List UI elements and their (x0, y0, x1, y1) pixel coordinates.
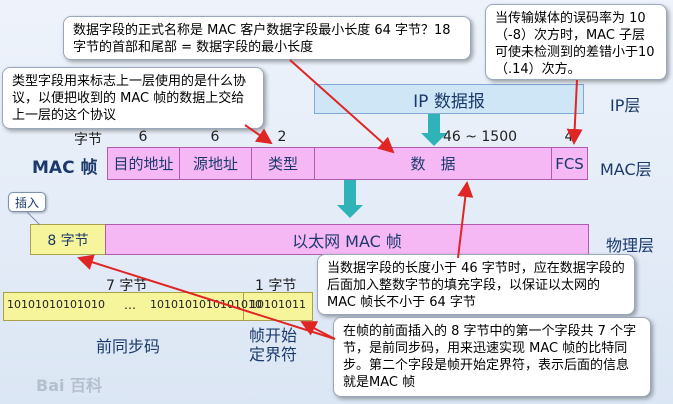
insert-tag: 插入 (8, 192, 46, 212)
size-src: 6 (210, 129, 220, 145)
ip-to-mac-arrow (428, 114, 440, 134)
field-data: 数 据 (314, 147, 552, 180)
ip-to-mac-arrowhead (421, 133, 447, 146)
mac-frame-label: MAC 帧 (32, 158, 98, 178)
sfd-size-label: 1 字节 (255, 278, 297, 294)
size-dest: 6 (138, 129, 148, 145)
sfd-label: 帧开始 定界符 (249, 326, 298, 364)
arrow-to-fcs-field (566, 79, 583, 145)
arrow-to-type-field (244, 124, 273, 145)
sync-size-label: 7 字节 (106, 278, 148, 294)
sync-bits: 10101010101010 (7, 298, 105, 311)
mac-layer-label: MAC层 (600, 160, 652, 179)
callout-preamble: 在帧的前面插入的 8 字节中的第一个字段共 7 个字节，是前同步码，用来迅速实现… (333, 317, 651, 397)
mac-to-phy-arrowhead (337, 205, 363, 218)
arrow-to-data-padding (457, 181, 474, 259)
callout-data-min-length: 数据字段的正式名称是 MAC 客户数据字段最小长度 64 字节？18 字节的首部… (63, 16, 471, 60)
ip-datagram-label: IP 数据报 (413, 91, 485, 112)
callout-error-rate: 当传输媒体的误码率为 10（-8）次方时，MAC 子层可使未检测到的差错小于10… (485, 4, 667, 80)
size-data: 46 ~ 1500 (442, 129, 518, 145)
sync-code-label: 前同步码 (96, 337, 161, 356)
insert-tag-pointer (26, 211, 41, 226)
arrow-to-preamble-block (77, 254, 336, 340)
preamble-block: 8 字节 (30, 224, 106, 255)
arrow-to-data-field (289, 59, 395, 154)
field-dest-address: 目的地址 (107, 147, 180, 180)
callout-padding: 当数据字段的长度小于 46 字节时，应在数据字段的后面加入整数字节的填充字段，以… (317, 254, 635, 315)
ip-datagram-box: IP 数据报 (314, 84, 584, 114)
sfd-bits: 10101011 (250, 298, 306, 311)
physical-layer-label: 物理层 (606, 236, 655, 255)
size-type: 2 (277, 129, 287, 145)
baike-watermark: Bai 百科 (36, 376, 103, 395)
insert-tag-text: 插入 (14, 195, 39, 210)
sync-bits-dots: … (124, 298, 136, 312)
mac-to-phy-arrow (344, 180, 356, 206)
preamble-block-label: 8 字节 (47, 232, 89, 249)
callout-type-field: 类型字段用来标志上一层使用的是什么协议，以便把收到的 MAC 帧的数据上交给上一… (2, 67, 264, 129)
ip-layer-label: IP层 (610, 96, 641, 115)
sfd-bits-cell (243, 292, 313, 321)
field-type: 类型 (251, 147, 315, 180)
byte-unit-label: 字节 (74, 132, 102, 148)
arrow-to-sfd-bits (300, 321, 336, 340)
field-src-address: 源地址 (179, 147, 252, 180)
ethernet-frame-block: 以太网 MAC 帧 (105, 224, 589, 255)
field-fcs: FCS (551, 147, 588, 180)
